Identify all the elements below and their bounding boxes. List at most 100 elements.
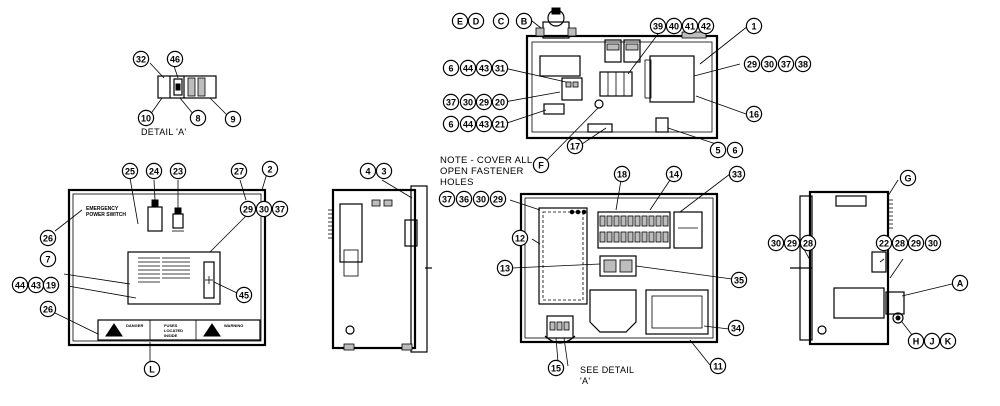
callout-2: 2 (261, 160, 279, 178)
right-fins (888, 199, 893, 229)
callout-label: 30 (764, 60, 774, 70)
callout-label: 46 (170, 55, 180, 65)
callout-label: 22 (879, 239, 889, 249)
callout-label: 33 (732, 170, 742, 180)
callout-13: 13 (496, 259, 514, 277)
right-side-view (790, 179, 953, 346)
callout-label: 43 (479, 64, 489, 74)
callout-label: 44 (15, 281, 25, 291)
callout-label: 6 (448, 64, 453, 74)
callout-43-a: 43 (475, 59, 493, 77)
callout-30-d: 30 (472, 190, 490, 208)
callout-label: 40 (669, 22, 679, 32)
callout-label: 6 (448, 120, 453, 130)
label-warning: WARNING (224, 323, 243, 328)
breaker-list-lines (138, 257, 190, 283)
callout-label: 20 (495, 98, 505, 108)
callout-26-a: 26 (39, 229, 57, 247)
detail-a-caption: DETAIL 'A' (141, 127, 186, 137)
callout-label: 1 (751, 22, 756, 32)
callout-label: 32 (136, 55, 146, 65)
callout-43-b: 43 (475, 115, 493, 133)
callout-30-c: 30 (255, 200, 273, 218)
callout-label: 30 (259, 205, 269, 215)
callout-label: 30 (928, 239, 938, 249)
callout-label: 23 (173, 167, 183, 177)
callout-label: D (473, 17, 480, 27)
callout-label: 30 (476, 195, 486, 205)
callout-label: 37 (781, 60, 791, 70)
callout-30-f: 30 (924, 234, 942, 252)
callout-15: 15 (547, 359, 565, 377)
callout-26-b: 26 (39, 300, 57, 318)
callout-label: 9 (230, 115, 235, 125)
callout-29-b: 29 (743, 55, 761, 73)
see-detail-block: SEE DETAIL 'A' (580, 365, 634, 386)
callout-C: C (492, 12, 510, 30)
callout-39: 39 (649, 17, 667, 35)
callout-7: 7 (39, 250, 57, 268)
callout-L: L (143, 360, 161, 378)
callout-label: 24 (149, 167, 159, 177)
callout-37-c: 37 (271, 200, 289, 218)
callout-20: 20 (491, 93, 509, 111)
callout-6-b: 6 (442, 115, 460, 133)
callout-K: K (939, 332, 957, 350)
callout-label: 29 (479, 98, 489, 108)
callout-label: L (149, 365, 155, 375)
callout-label: 2 (267, 165, 272, 175)
callout-label: 38 (798, 60, 808, 70)
callout-label: 14 (669, 170, 679, 180)
callout-label: K (945, 337, 952, 347)
callout-38: 38 (794, 55, 812, 73)
callout-29-e: 29 (783, 234, 801, 252)
callout-label: 29 (493, 195, 503, 205)
callout-D: D (467, 12, 485, 30)
callout-label: 6 (732, 146, 737, 156)
callout-label: 44 (463, 120, 473, 130)
callout-8: 8 (189, 109, 207, 127)
top-view (503, 7, 749, 163)
callout-label: 28 (895, 239, 905, 249)
callout-6-a: 6 (442, 59, 460, 77)
callout-43-c: 43 (27, 276, 45, 294)
callout-6-c: 6 (726, 141, 744, 159)
callout-label: 15 (551, 364, 561, 374)
callout-label: 17 (570, 142, 580, 152)
callout-24: 24 (145, 162, 163, 180)
callout-45: 45 (235, 286, 253, 304)
label-fuses-2: LOCATED (164, 328, 183, 333)
callout-label: 42 (701, 22, 711, 32)
callout-44-b: 44 (459, 115, 477, 133)
note-line-1: NOTE - COVER ALL (440, 155, 532, 166)
callout-16: 16 (745, 105, 763, 123)
callout-label: 11 (713, 362, 723, 372)
callout-29-f: 29 (907, 234, 925, 252)
front-plate-line-2: POWER SWITCH (86, 212, 126, 218)
callout-label: 4 (365, 167, 370, 177)
callout-27: 27 (230, 162, 248, 180)
callout-label: 16 (749, 110, 759, 120)
callout-label: 26 (43, 234, 53, 244)
callout-E: E (451, 12, 469, 30)
callout-30-a: 30 (459, 93, 477, 111)
callout-label: 3 (381, 167, 386, 177)
callout-10: 10 (137, 109, 155, 127)
callout-3: 3 (375, 162, 393, 180)
note-line-2: OPEN FASTENER (440, 166, 524, 177)
callout-29-c: 29 (239, 200, 257, 218)
left-fins (328, 209, 333, 239)
callout-label: G (904, 174, 911, 184)
callout-44-c: 44 (11, 276, 29, 294)
callout-label: 19 (46, 281, 56, 291)
callout-34: 34 (727, 319, 745, 337)
callout-label: 43 (479, 120, 489, 130)
callout-25: 25 (121, 162, 139, 180)
callout-29-a: 29 (475, 93, 493, 111)
callout-label: E (457, 17, 463, 27)
callout-G: G (899, 169, 917, 187)
note-block: NOTE - COVER ALL OPEN FASTENER HOLES (440, 155, 532, 188)
callout-22: 22 (875, 234, 893, 252)
